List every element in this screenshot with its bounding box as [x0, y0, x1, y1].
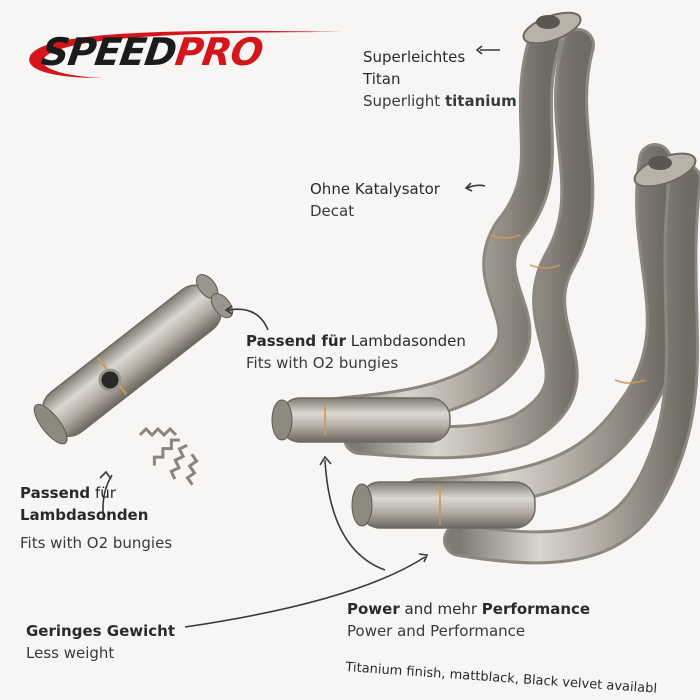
lambda-right-de-plain: Lambdasonden: [345, 332, 466, 350]
label-lambda-left: Passend für Lambdasonden Fits with O2 bu…: [20, 482, 172, 554]
y-pipe-left: [33, 274, 234, 445]
callout-arrows: [99, 45, 500, 628]
label-decat: Ohne Katalysator Decat: [310, 178, 440, 222]
lambda-left-de-bold: Passend: [20, 484, 91, 502]
titan-de-1: Superleichtes: [363, 48, 466, 66]
lambda-left-de-plain: für: [90, 484, 116, 502]
lambda-right-de-bold: Passend für: [246, 332, 346, 350]
label-power: Power and mehr Performance Power and Per…: [347, 598, 590, 642]
logo-swoosh: [29, 30, 342, 78]
springs: [138, 426, 199, 486]
speedpro-logo: SPEEDPRO: [22, 26, 352, 82]
titan-en-plain: Superlight: [363, 92, 445, 110]
label-titanium: Superleichtes Titan Superlight titanium: [363, 46, 517, 112]
power-de-plain: and mehr: [399, 600, 482, 618]
weight-de: Geringes Gewicht: [26, 622, 175, 640]
flanges: [522, 11, 697, 188]
lambda-left-en: Fits with O2 bungies: [20, 534, 173, 552]
label-lambda-right: Passend für Lambdasonden Fits with O2 bu…: [246, 330, 466, 374]
label-weight: Geringes Gewicht Less weight: [26, 620, 175, 664]
power-de-bold1: Power: [347, 600, 400, 618]
o2-bung: [98, 368, 122, 392]
titan-en: Superlight titanium: [363, 90, 517, 112]
titan-en-bold: titanium: [444, 92, 517, 110]
power-de-bold2: Performance: [481, 600, 591, 618]
titan-de-2: Titan: [363, 70, 401, 88]
weight-en: Less weight: [26, 644, 115, 662]
decat-de: Ohne Katalysator: [310, 180, 440, 198]
power-en: Power and Performance: [347, 622, 526, 640]
lambda-right-en: Fits with O2 bungies: [246, 354, 399, 372]
lambda-left-de-2: Lambdasonden: [20, 506, 149, 524]
header-pipes-front: [403, 143, 700, 565]
decat-en: Decat: [310, 202, 355, 220]
collectors: [271, 234, 646, 529]
